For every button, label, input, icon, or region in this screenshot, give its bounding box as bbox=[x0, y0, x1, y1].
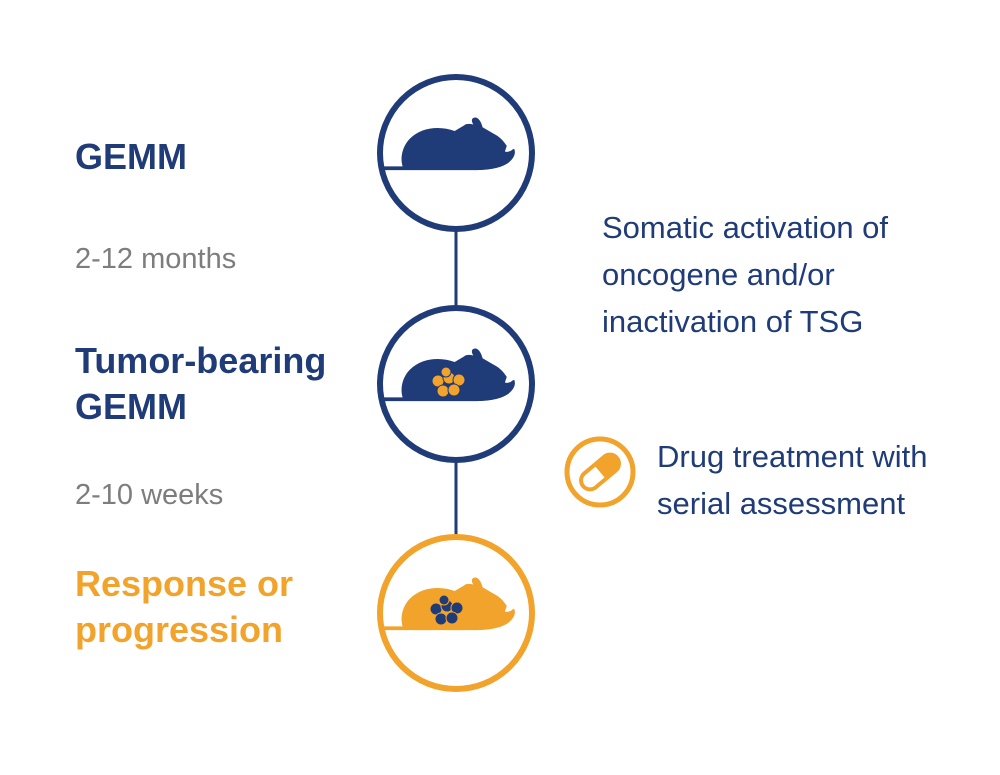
duration-label-1: 2-12 months bbox=[75, 243, 237, 275]
stage-node-gemm bbox=[377, 74, 535, 232]
dark-tumor-cluster-icon bbox=[429, 594, 464, 626]
duration-label-2: 2-10 weeks bbox=[75, 479, 224, 511]
tumor-cluster-icon bbox=[431, 366, 466, 398]
stage-title-gemm: GEMM bbox=[75, 136, 187, 177]
stage-node-tumor-bearing bbox=[377, 305, 535, 463]
stage-title-response: Response or progression bbox=[75, 563, 294, 650]
note-drug-treatment: Drug treatment with serial assessment bbox=[657, 439, 928, 521]
stage-title-tumor-bearing: Tumor-bearing GEMM bbox=[75, 340, 327, 427]
stage-node-response bbox=[377, 534, 535, 692]
note-somatic-activation: Somatic activation of oncogene and/or in… bbox=[602, 210, 889, 339]
pill-capsule-icon bbox=[564, 436, 636, 508]
